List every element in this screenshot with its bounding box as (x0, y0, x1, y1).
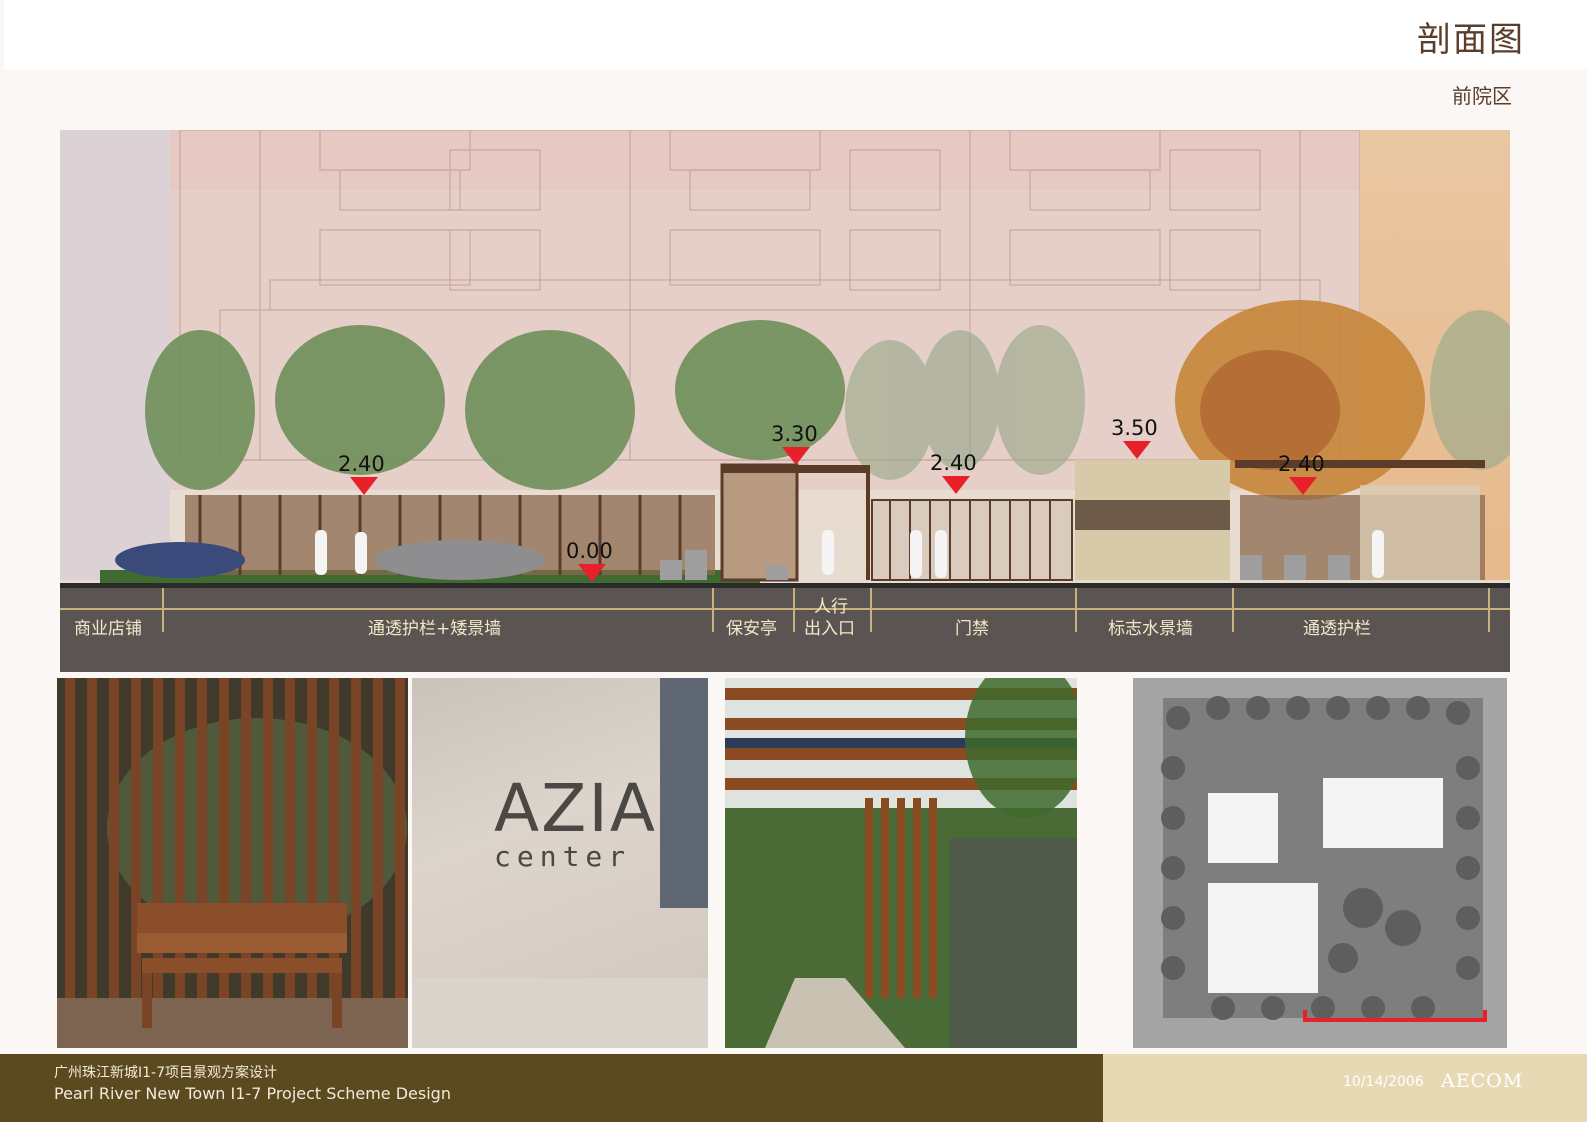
pergola-image (725, 678, 1077, 1048)
section-drawing: 2.40 0.00 3.30 2.40 3.50 2.40 (60, 130, 1510, 590)
site-plan (1133, 678, 1507, 1048)
aecom-logo: AECOM (1441, 1070, 1524, 1092)
elevation-label: 2.40 (1278, 452, 1325, 476)
fence-layer (115, 460, 1485, 582)
page-subtitle: 前院区 (1452, 84, 1512, 108)
zone-divider (712, 588, 714, 632)
top-bar (4, 0, 1587, 70)
project-title-en: Pearl River New Town I1-7 Project Scheme… (54, 1084, 451, 1103)
elevation-label: 2.40 (930, 451, 977, 475)
zone-divider (793, 588, 795, 632)
azia-sign-subtitle: center (494, 840, 632, 873)
zone-label: 保安亭 (726, 619, 777, 639)
footer-brand-bar: 10/14/2006 AECOM (1103, 1054, 1587, 1122)
zone-label: 通透护栏 (1303, 619, 1371, 639)
photo-slat-pavilion (57, 678, 408, 1048)
window-column (660, 678, 708, 908)
azia-sign-title: AZIA (494, 770, 657, 847)
left-building (60, 130, 170, 580)
elevation-marker (1289, 477, 1317, 495)
zone-label: 人行 (814, 597, 848, 617)
footer-bar: 广州珠江新城I1-7项目景观方案设计 Pearl River New Town … (0, 1054, 1103, 1122)
zone-label: 门禁 (955, 619, 989, 639)
trees-layer (100, 300, 1510, 584)
zone-divider (1075, 588, 1077, 632)
zone-label: 通透护栏+矮景墙 (368, 619, 502, 639)
elevation-marker (578, 564, 606, 582)
pavement (412, 978, 708, 1048)
elevation-label: 3.50 (1111, 416, 1158, 440)
photo-azia-wall: AZIA center (412, 678, 708, 1048)
zone-label: 出入口 (804, 619, 855, 639)
zone-divider (1488, 588, 1490, 632)
project-title-cn: 广州珠江新城I1-7项目景观方案设计 (54, 1065, 277, 1081)
zone-divider (870, 588, 872, 632)
elevation-marker (350, 477, 378, 495)
elevation-marker (1123, 441, 1151, 459)
strip-line (60, 608, 1510, 610)
elevation-label: 0.00 (566, 539, 613, 563)
zone-divider (162, 588, 164, 632)
elevation-marker (782, 447, 810, 465)
zone-divider (1232, 588, 1234, 632)
page-title: 剖面图 (1417, 20, 1525, 60)
zone-strip: 商业店铺 通透护栏+矮景墙 保安亭 人行 出入口 门禁 标志水景墙 通透护栏 (60, 588, 1510, 672)
elevation-label: 3.30 (771, 422, 818, 446)
ground-line (60, 583, 1510, 590)
elevation-label: 2.40 (338, 452, 385, 476)
zone-label: 标志水景墙 (1108, 619, 1193, 639)
footer-date: 10/14/2006 (1343, 1074, 1424, 1090)
elevation-marker (942, 476, 970, 494)
slat-pavilion-image (57, 678, 408, 1048)
site-plan-image (1133, 678, 1507, 1048)
zone-label: 商业店铺 (74, 619, 142, 639)
photo-pergola (725, 678, 1077, 1048)
